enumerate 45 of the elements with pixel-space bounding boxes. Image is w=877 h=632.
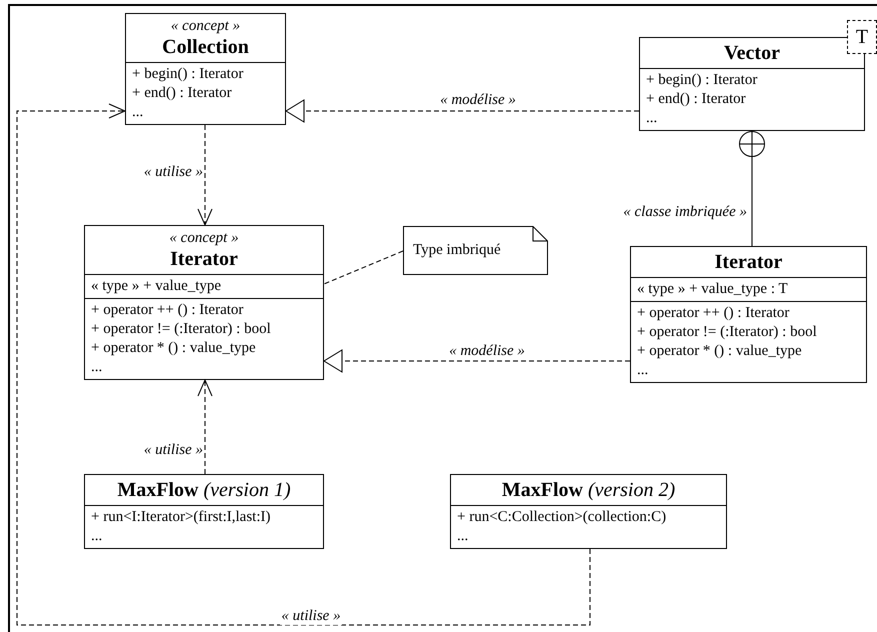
- member-text: + operator ++ () : Iterator: [91, 301, 244, 320]
- member-text: + operator * () : value_type: [91, 339, 257, 358]
- member-text: + run<I:Iterator>(first:I,last:I): [91, 508, 272, 527]
- class-box: [84, 474, 324, 549]
- member-text: + operator != (:Iterator) : bool: [637, 323, 818, 342]
- member-text: + run<C:Collection>(collection:C): [457, 508, 668, 527]
- member-text: « type » + value_type: [91, 277, 222, 296]
- class-name: Collection: [161, 35, 250, 59]
- class-name: Iterator: [714, 250, 784, 274]
- leader-line: [324, 250, 404, 284]
- stereotype-label: « concept »: [168, 229, 240, 247]
- note-text: Type imbriqué: [413, 242, 501, 259]
- class-box: [125, 13, 286, 125]
- parameter-name: T: [856, 26, 868, 48]
- class-box: [450, 474, 727, 549]
- member-text: ...: [91, 358, 104, 377]
- member-text: + operator ++ () : Iterator: [637, 304, 790, 323]
- member-text: ...: [637, 361, 650, 380]
- template-parameter-box: [847, 20, 877, 54]
- member-text: « type » + value_type : T: [637, 280, 789, 299]
- member-text: ...: [646, 109, 658, 128]
- class-box: [630, 246, 867, 383]
- member-text: + end() : Iterator: [646, 90, 747, 109]
- edge-label: « utilise »: [280, 608, 342, 625]
- member-text: ...: [91, 527, 104, 546]
- dependency-arrow: [198, 380, 212, 474]
- class-name: Iterator: [169, 247, 239, 271]
- nesting-connector: [739, 130, 765, 246]
- dependency-arrow: [198, 124, 212, 226]
- member-text: + operator != (:Iterator) : bool: [91, 320, 272, 339]
- class-box: [84, 225, 324, 380]
- member-text: + begin() : Iterator: [646, 71, 758, 90]
- member-text: + operator * () : value_type: [637, 342, 803, 361]
- dependency-arrow: [286, 100, 640, 122]
- member-text: ...: [132, 103, 144, 122]
- class-name: MaxFlow (version 2): [500, 478, 676, 502]
- dependency-arrow: [324, 350, 630, 372]
- stereotype-label: « concept »: [170, 17, 242, 35]
- member-text: + end() : Iterator: [132, 84, 233, 103]
- member-text: ...: [457, 527, 470, 546]
- edge-label: « classe imbriquée »: [622, 204, 748, 221]
- dependency-arrow: [16, 104, 590, 626]
- member-text: + begin() : Iterator: [132, 65, 244, 84]
- class-name: Vector: [723, 41, 781, 65]
- class-name: MaxFlow (version 1): [116, 478, 292, 502]
